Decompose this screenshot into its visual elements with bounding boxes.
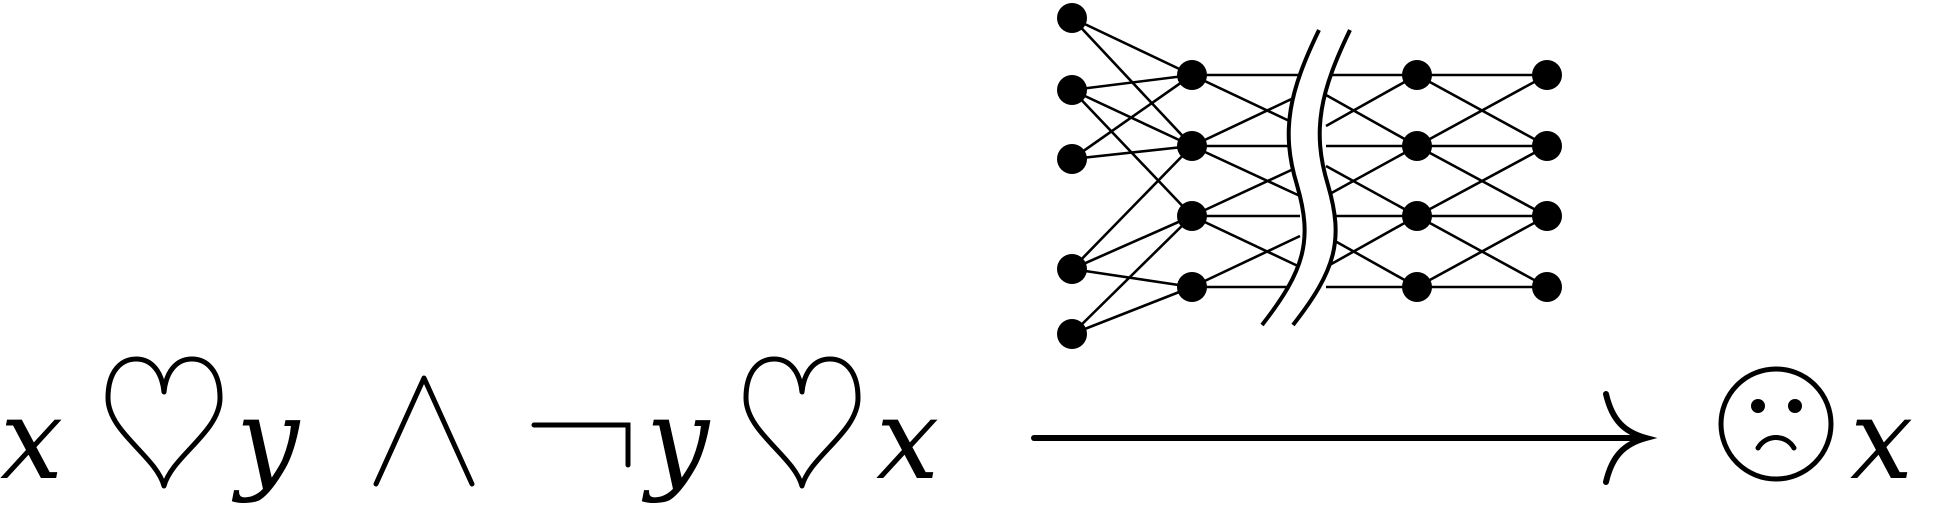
node-output-4	[1532, 272, 1562, 302]
edge-gap-hidden2	[1325, 214, 1418, 269]
edge-hidden2-output	[1416, 144, 1548, 218]
formula: x y y x x	[0, 356, 1913, 505]
edge-input-hidden1	[1071, 285, 1193, 336]
node-hidden-1-2	[1177, 131, 1207, 161]
edge-gap-hidden2	[1325, 164, 1418, 218]
edge-hidden1-gap	[1191, 93, 1301, 148]
frowning-face-icon	[1718, 366, 1834, 482]
edge-input-hidden1	[1071, 215, 1193, 335]
variable-x-second: x	[876, 375, 939, 505]
edge-input-hidden1	[1071, 214, 1193, 271]
edge-input-hidden1	[1071, 16, 1193, 77]
edge-hidden1-gap	[1191, 234, 1301, 289]
node-output-3	[1532, 201, 1562, 231]
edge-hidden2-output	[1416, 214, 1548, 289]
edge-input-hidden1	[1071, 73, 1193, 92]
logical-not-icon	[531, 422, 631, 468]
edge-gap-hidden2	[1325, 144, 1418, 198]
node-input-3	[1057, 144, 1087, 174]
variable-x-third: x	[1850, 375, 1913, 505]
node-hidden-2-2	[1402, 131, 1432, 161]
edge-hidden1-gap	[1191, 73, 1301, 128]
edge-gap-hidden2	[1325, 234, 1418, 289]
neural-network	[1057, 3, 1562, 349]
node-hidden-2-3	[1402, 201, 1432, 231]
edge-gap-hidden2	[1325, 93, 1418, 148]
node-hidden-1-1	[1177, 60, 1207, 90]
long-right-arrow-icon	[1031, 391, 1658, 485]
node-input-1	[1057, 3, 1087, 33]
node-hidden-2-1	[1402, 60, 1432, 90]
network-edges	[1071, 16, 1548, 336]
edge-hidden1-gap	[1191, 144, 1301, 198]
edge-hidden1-gap	[1191, 214, 1301, 269]
node-output-1	[1532, 60, 1562, 90]
edge-hidden1-gap	[1191, 164, 1301, 218]
edge-hidden2-output	[1416, 73, 1548, 148]
break-line-right	[1291, 29, 1352, 327]
network-gap-mask	[1262, 30, 1350, 325]
edge-input-hidden1	[1071, 145, 1193, 270]
heart-icon-second	[743, 356, 861, 489]
node-hidden-1-4	[1177, 272, 1207, 302]
edge-input-hidden1	[1071, 73, 1193, 161]
edge-input-hidden1	[1071, 267, 1193, 289]
logical-and-icon	[373, 375, 475, 487]
edge-gap-hidden2	[1325, 73, 1418, 128]
variable-x: x	[0, 375, 63, 505]
node-hidden-2-4	[1402, 272, 1432, 302]
node-input-4	[1057, 254, 1087, 284]
node-input-2	[1057, 75, 1087, 105]
variable-y: y	[231, 375, 301, 505]
node-input-5	[1057, 319, 1087, 349]
network-nodes	[1057, 3, 1562, 349]
node-hidden-1-3	[1177, 201, 1207, 231]
break-line-left	[1260, 29, 1321, 327]
heart-icon	[105, 356, 223, 489]
variable-y-second: y	[641, 375, 711, 505]
edge-input-hidden1	[1071, 144, 1193, 161]
node-output-2	[1532, 131, 1562, 161]
